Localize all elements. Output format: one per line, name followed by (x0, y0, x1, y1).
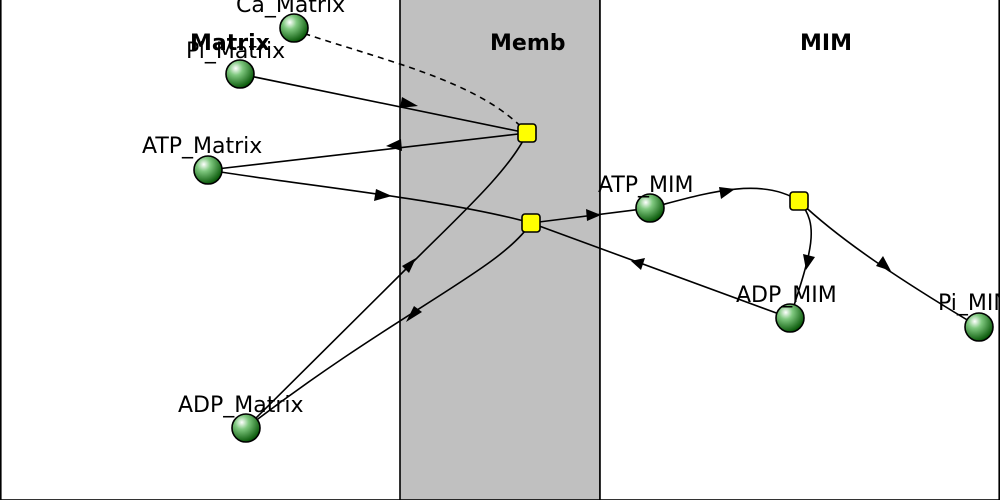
species-label-adp-mim: ADP_MIM (736, 283, 837, 308)
reaction-node[interactable] (521, 213, 541, 233)
arrow-r1-atp-matrix (386, 139, 402, 151)
compartment-label-mim: MIM (800, 31, 852, 56)
edge-r3-pi-mim (798, 200, 980, 328)
species-label-adp-matrix: ADP_Matrix (178, 393, 304, 418)
compartment-label-matrix: Matrix (190, 31, 270, 56)
reaction-node[interactable] (517, 123, 537, 143)
reaction-node[interactable] (789, 191, 809, 211)
edge-ca-modifier (293, 29, 528, 134)
species-node-pi-mim[interactable] (964, 312, 994, 342)
edge-r1-atp-matrix (207, 132, 528, 171)
compartment-memb (399, 0, 601, 500)
compartment-matrix (0, 0, 402, 500)
edge-pi-matrix-r1 (239, 73, 528, 134)
arrow-pi-matrix-r1 (400, 97, 418, 108)
species-node-atp-matrix[interactable] (193, 155, 223, 185)
edge-r2-adp-matrix (245, 222, 532, 429)
arrow-adp-mim-r2 (631, 258, 645, 270)
arrow-r3-adp-mim (803, 254, 815, 270)
arrow-r2-atp-mim (586, 209, 601, 221)
species-label-ca-matrix: Ca_Matrix (236, 0, 345, 18)
arrow-atp-mim-r3 (719, 187, 735, 199)
edge-atp-matrix-r2 (207, 169, 532, 224)
compartment-mim (599, 0, 1000, 500)
edge-adp-matrix-r1 (245, 132, 528, 429)
compartment-label-memb: Memb (490, 31, 566, 56)
arrow-r2-adp-matrix (406, 306, 422, 322)
species-label-atp-mim: ATP_MIM (598, 173, 694, 198)
arrow-atp-matrix-r2 (374, 189, 392, 201)
species-node-atp-mim[interactable] (635, 193, 665, 223)
arrow-adp-matrix-r1 (402, 258, 416, 273)
species-node-adp-mim[interactable] (775, 303, 805, 333)
species-node-pi-matrix[interactable] (225, 59, 255, 89)
arrow-r3-pi-mim (876, 256, 891, 271)
species-node-ca-matrix[interactable] (279, 13, 309, 43)
species-label-pi-matrix: Pi_Matrix (186, 39, 285, 64)
species-node-adp-matrix[interactable] (231, 413, 261, 443)
edge-adp-mim-r2 (530, 222, 791, 319)
species-label-pi-mim: Pi_MIM (938, 291, 1000, 316)
species-label-atp-matrix: ATP_Matrix (142, 134, 262, 159)
